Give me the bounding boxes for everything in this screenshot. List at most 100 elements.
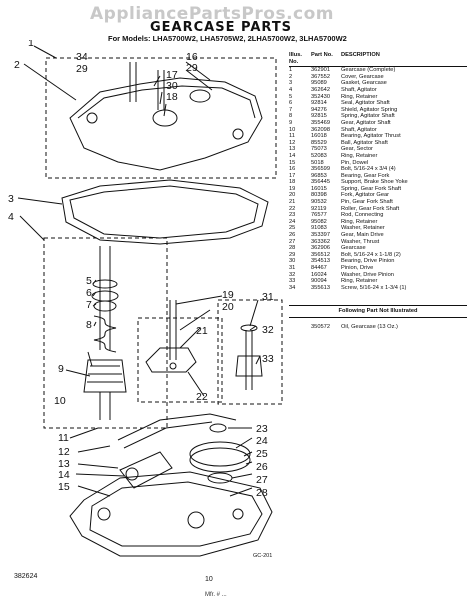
cell-part-no: 52083	[311, 152, 327, 159]
cell-part-no: 94276	[311, 106, 327, 113]
cell-description: Spring, Gear Fork Shaft	[341, 185, 402, 192]
callout-16: 16	[186, 51, 198, 63]
cell-description: Ring, Retainer	[341, 218, 378, 225]
cell-illus-no: 19	[289, 185, 296, 192]
callout-6: 6	[86, 287, 92, 299]
callout-11: 11	[58, 432, 69, 444]
callout-2: 2	[14, 59, 20, 71]
cell-description: Washer, Thrust	[341, 238, 380, 245]
table-row: 3 95089 Gasket, Gearcase	[289, 80, 467, 87]
cell-illus-no: 14	[289, 152, 296, 159]
cell-part-no: 95089	[311, 80, 327, 87]
callout-34: 34	[76, 51, 88, 63]
cell-description: Ball, Agitator Shaft	[341, 139, 388, 146]
callout-8: 8	[86, 319, 92, 331]
cell-illus-no: 26	[289, 232, 296, 239]
callout-29a: 29	[76, 63, 88, 75]
cell-illus-no: 32	[289, 271, 296, 278]
cell-description: Pin, Gear Fork Shaft	[341, 199, 393, 206]
table-row: 21 90532 Pin, Gear Fork Shaft	[289, 199, 467, 206]
cell-description: Bearing, Agitator Thrust	[341, 133, 401, 140]
table-row: 1 362901 Gearcase (Complete)	[289, 67, 467, 74]
cell-description: Gearcase (Complete)	[341, 67, 396, 74]
cell-description: Shield, Agitator Spring	[341, 106, 398, 113]
cell-illus-no: 22	[289, 205, 296, 212]
not-illustrated-heading: Following Part Not Illustrated	[289, 305, 467, 318]
cell-part-no: 362098	[311, 126, 330, 133]
cell-description: Gear, Sector	[341, 146, 373, 153]
cell-illus-no: 17	[289, 172, 296, 179]
table-row: 15 5018 Pin, Dowel	[289, 160, 467, 167]
callout-32: 32	[262, 324, 274, 336]
cell-description: Rod, Connecting	[341, 212, 384, 219]
callout-31: 31	[262, 291, 274, 303]
exploded-diagram: 1 2 34 29 16 29 17 30 18 3 4 5 6 7 8 9 1…	[8, 40, 283, 557]
cell-description: Gearcase	[341, 245, 366, 252]
cell-illus-no: 3	[289, 80, 293, 87]
header-part-no: Part No.	[311, 52, 333, 58]
callout-27: 27	[256, 474, 268, 486]
cell-description: Oil, Gearcase (13 Oz.)	[341, 323, 398, 330]
cell-illus-no: 18	[289, 179, 296, 186]
cell-part-no: 90094	[311, 278, 327, 285]
cell-description: Gasket, Gearcase	[341, 80, 387, 87]
cell-part-no: 92815	[311, 113, 327, 120]
callout-21: 21	[196, 325, 208, 337]
cell-part-no: 5018	[311, 159, 324, 166]
cell-illus-no: 16	[289, 166, 296, 173]
callout-28: 28	[256, 487, 268, 499]
cell-part-no: 91083	[311, 225, 327, 232]
callout-9: 9	[58, 363, 64, 375]
cell-description: Spring, Agitator Shaft	[341, 113, 395, 120]
cell-part-no: 356445	[311, 179, 330, 186]
callout-23: 23	[256, 423, 268, 435]
cell-part-no: 367552	[311, 73, 330, 80]
callout-12: 12	[58, 446, 70, 458]
cell-description: Gear, Main Drive	[341, 232, 384, 239]
cell-description: Pin, Dowel	[341, 159, 369, 166]
cell-description: Seal, Agitator Shaft	[341, 100, 390, 107]
cell-part-no: 362901	[311, 67, 330, 74]
callout-3: 3	[8, 193, 14, 205]
cell-part-no: 363362	[311, 238, 330, 245]
cell-part-no: 355469	[311, 119, 330, 126]
callout-5: 5	[86, 275, 92, 287]
page-title: GEARCASE PARTS	[150, 20, 293, 35]
cell-part-no: 354513	[311, 258, 330, 265]
callout-29b: 29	[186, 62, 198, 74]
cell-illus-no: 15	[289, 159, 296, 166]
cell-part-no: 92119	[311, 205, 327, 212]
cell-part-no: 16024	[311, 271, 327, 278]
cell-description: Bearing, Drive Pinion	[341, 258, 395, 265]
cell-description: Washer, Drive Pinion	[341, 271, 394, 278]
cell-description: Washer, Retainer	[341, 225, 385, 232]
cell-illus-no: 21	[289, 199, 296, 206]
callout-19: 19	[222, 289, 234, 301]
callout-30: 30	[166, 80, 178, 92]
cell-part-no: 84467	[311, 265, 327, 271]
cell-illus-no: 1	[289, 67, 293, 74]
cell-part-no: 362906	[311, 245, 330, 252]
cell-description: Pinion, Drive	[341, 265, 374, 271]
cell-illus-no: 20	[289, 192, 296, 199]
cell-part-no: 90532	[311, 199, 327, 206]
cell-illus-no: 31	[289, 265, 296, 271]
cell-illus-no: 29	[289, 251, 296, 258]
